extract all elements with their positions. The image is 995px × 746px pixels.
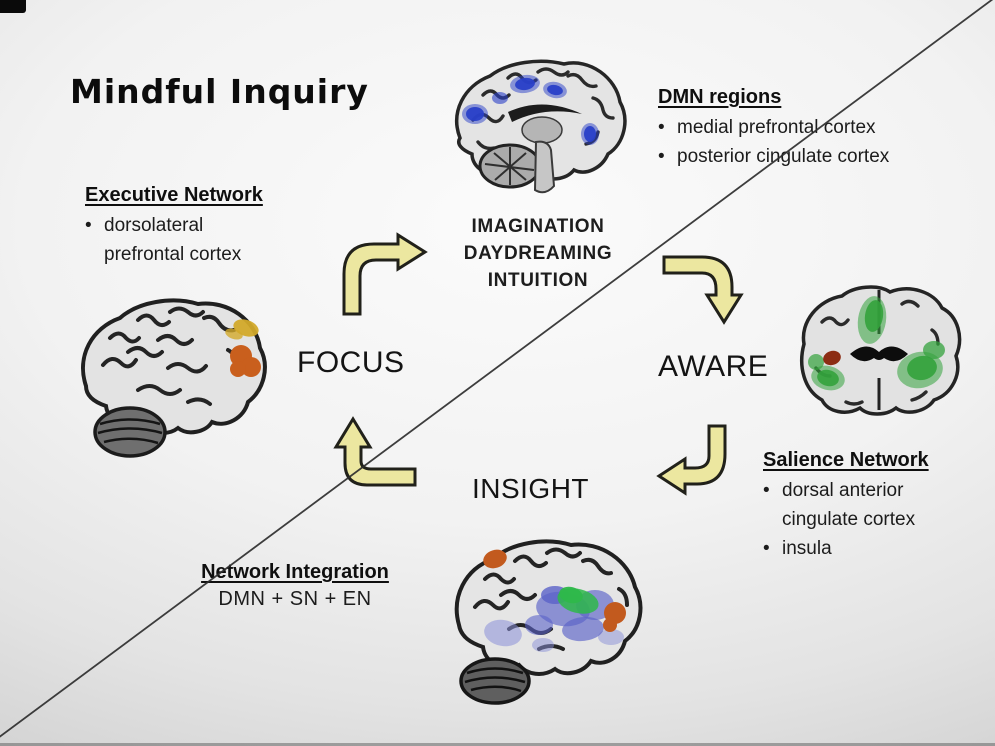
dmn-regions-heading: DMN regions: [658, 86, 782, 108]
salience-network-block: Salience Network • dorsal anterior cingu…: [763, 449, 963, 564]
insight-label: INSIGHT: [471, 473, 590, 504]
network-integration-heading: Network Integration: [201, 561, 389, 583]
executive-brain-image: [81, 298, 267, 458]
dmn-brain-image: [455, 59, 627, 194]
bottom-edge-shadow: [0, 743, 995, 746]
bullet-dot: •: [658, 145, 665, 167]
bullet-dot: •: [763, 537, 770, 559]
bullet-dot: •: [763, 480, 770, 501]
dmn-regions-block: DMN regions • medial prefrontal cortex •…: [658, 86, 988, 172]
arrow-insight-to-focus-icon: [333, 416, 417, 487]
bullet-dot: •: [85, 215, 92, 236]
bullet-dot: •: [658, 117, 665, 138]
integration-formula: DMN + SN + EN: [218, 588, 372, 610]
dmn-bullet: • medial prefrontal cortex: [658, 114, 988, 143]
aware-label: AWARE: [658, 350, 769, 383]
dmn-bullet: • posterior cingulate cortex: [658, 143, 988, 172]
arrow-aware-to-insight-icon: [656, 424, 727, 496]
arrow-focus-to-imagination-icon: [342, 232, 428, 316]
salience-network-heading: Salience Network: [763, 449, 929, 471]
daydreaming-label: DAYDREAMING: [463, 243, 613, 264]
imagination-label-group: IMAGINATION DAYDREAMING INTUITION: [438, 213, 638, 294]
imagination-label: IMAGINATION: [471, 216, 605, 237]
salience-bullet: • dorsal anterior cingulate cortex: [763, 477, 953, 535]
network-integration-block: Network Integration DMN + SN + EN: [180, 561, 410, 611]
focus-label: FOCUS: [297, 346, 405, 379]
executive-bullet: • dorsolateral prefrontal cortex: [85, 212, 260, 270]
salience-brain-image: [800, 285, 962, 416]
arrow-imagination-to-aware-icon: [662, 255, 744, 325]
integration-brain-image: [454, 539, 643, 705]
intuition-label: INTUITION: [487, 270, 589, 291]
executive-network-heading: Executive Network: [85, 184, 263, 206]
executive-network-block: Executive Network • dorsolateral prefron…: [85, 184, 290, 270]
corner-black-mark: [0, 0, 26, 13]
page-title: Mindful Inquiry: [70, 72, 369, 111]
salience-bullet: • insula: [763, 535, 963, 564]
